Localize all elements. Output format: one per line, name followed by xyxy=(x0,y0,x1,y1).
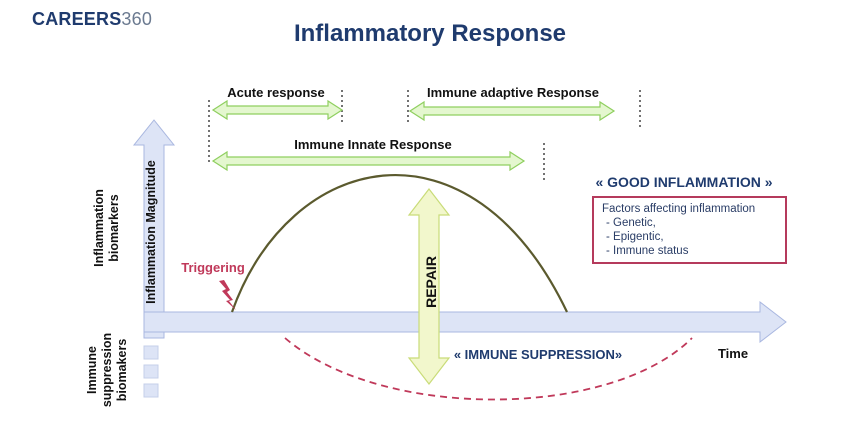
repair-arrow xyxy=(407,188,451,385)
suppression-square-2 xyxy=(143,364,159,379)
suppression-biomarkers-label-2: suppression xyxy=(100,333,114,407)
factors-box: Factors affecting inflammation - Genetic… xyxy=(592,196,787,264)
innate-response-arrow xyxy=(211,150,526,172)
repair-label: REPAIR xyxy=(423,256,439,308)
diagram-title: Inflammatory Response xyxy=(293,20,567,47)
immune-suppression-label: « IMMUNE SUPPRESSION» xyxy=(454,347,622,362)
factor-item-immune-status: - Immune status xyxy=(606,245,689,257)
suppression-square-3 xyxy=(143,383,159,398)
innate-response-label: Immune Innate Response xyxy=(294,137,451,152)
lightning-icon xyxy=(219,280,236,310)
suppression-biomarkers-label-3: biomakers xyxy=(115,339,129,402)
inflammation-biomarkers-label-2: biomarkers xyxy=(107,194,121,261)
acute-response-label: Acute response xyxy=(227,85,325,100)
suppression-square-1 xyxy=(143,345,159,360)
suppression-biomarkers-label-1: Immune xyxy=(85,346,99,394)
time-axis-arrow xyxy=(143,300,787,344)
inflammation-biomarkers-label-1: Inflammation xyxy=(92,189,106,267)
logo-number: 360 xyxy=(121,9,153,29)
immune-suppression-curve xyxy=(284,337,693,401)
logo-brand: CAREERS xyxy=(32,9,122,29)
good-inflammation-label: « GOOD INFLAMMATION » xyxy=(595,174,772,190)
factor-item-epigenetic: - Epigentic, xyxy=(606,231,664,243)
careers360-logo[interactable]: CAREERS360 xyxy=(32,9,152,30)
acute-response-arrow xyxy=(211,99,344,121)
adaptive-response-label: Immune adaptive Response xyxy=(427,85,599,100)
adaptive-response-arrow xyxy=(408,100,616,122)
inflammation-curve xyxy=(230,174,568,313)
inflammation-magnitude-label: Inflammation Magnitude xyxy=(144,160,158,304)
time-axis-label: Time xyxy=(718,346,748,361)
factors-heading: Factors affecting inflammation xyxy=(602,203,756,215)
factor-item-genetic: - Genetic, xyxy=(606,217,656,229)
y-axis-arrow xyxy=(132,119,176,339)
triggering-label: Triggering xyxy=(181,260,245,275)
